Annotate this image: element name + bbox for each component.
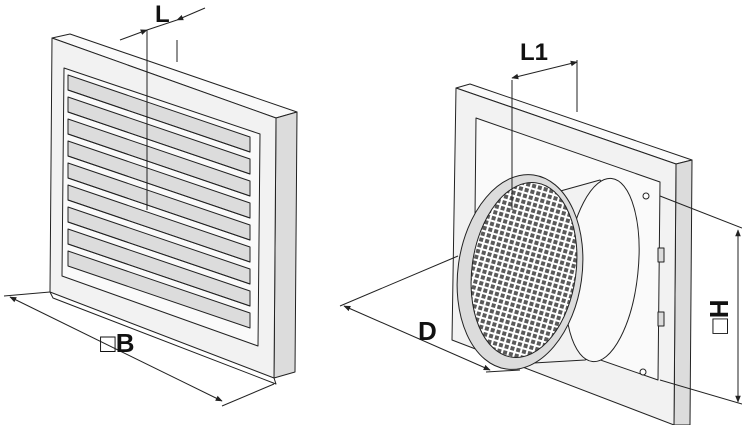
dim-B-label: □B (100, 328, 134, 358)
dimension-L: L (119, 1, 206, 210)
dim-H-label: □H (704, 300, 734, 334)
dimension-H: □H (659, 195, 742, 405)
spigot-grille (451, 83, 693, 425)
louver-slats (67, 74, 251, 329)
dim-L1-label: L1 (520, 39, 548, 66)
louver-grille (49, 33, 298, 385)
dimension-B: □B (3, 291, 275, 407)
dimension-D: D (339, 255, 521, 373)
dim-L-label: L (155, 1, 170, 28)
dimension-L1: L1 (511, 39, 578, 210)
dim-D-label: D (418, 316, 437, 346)
